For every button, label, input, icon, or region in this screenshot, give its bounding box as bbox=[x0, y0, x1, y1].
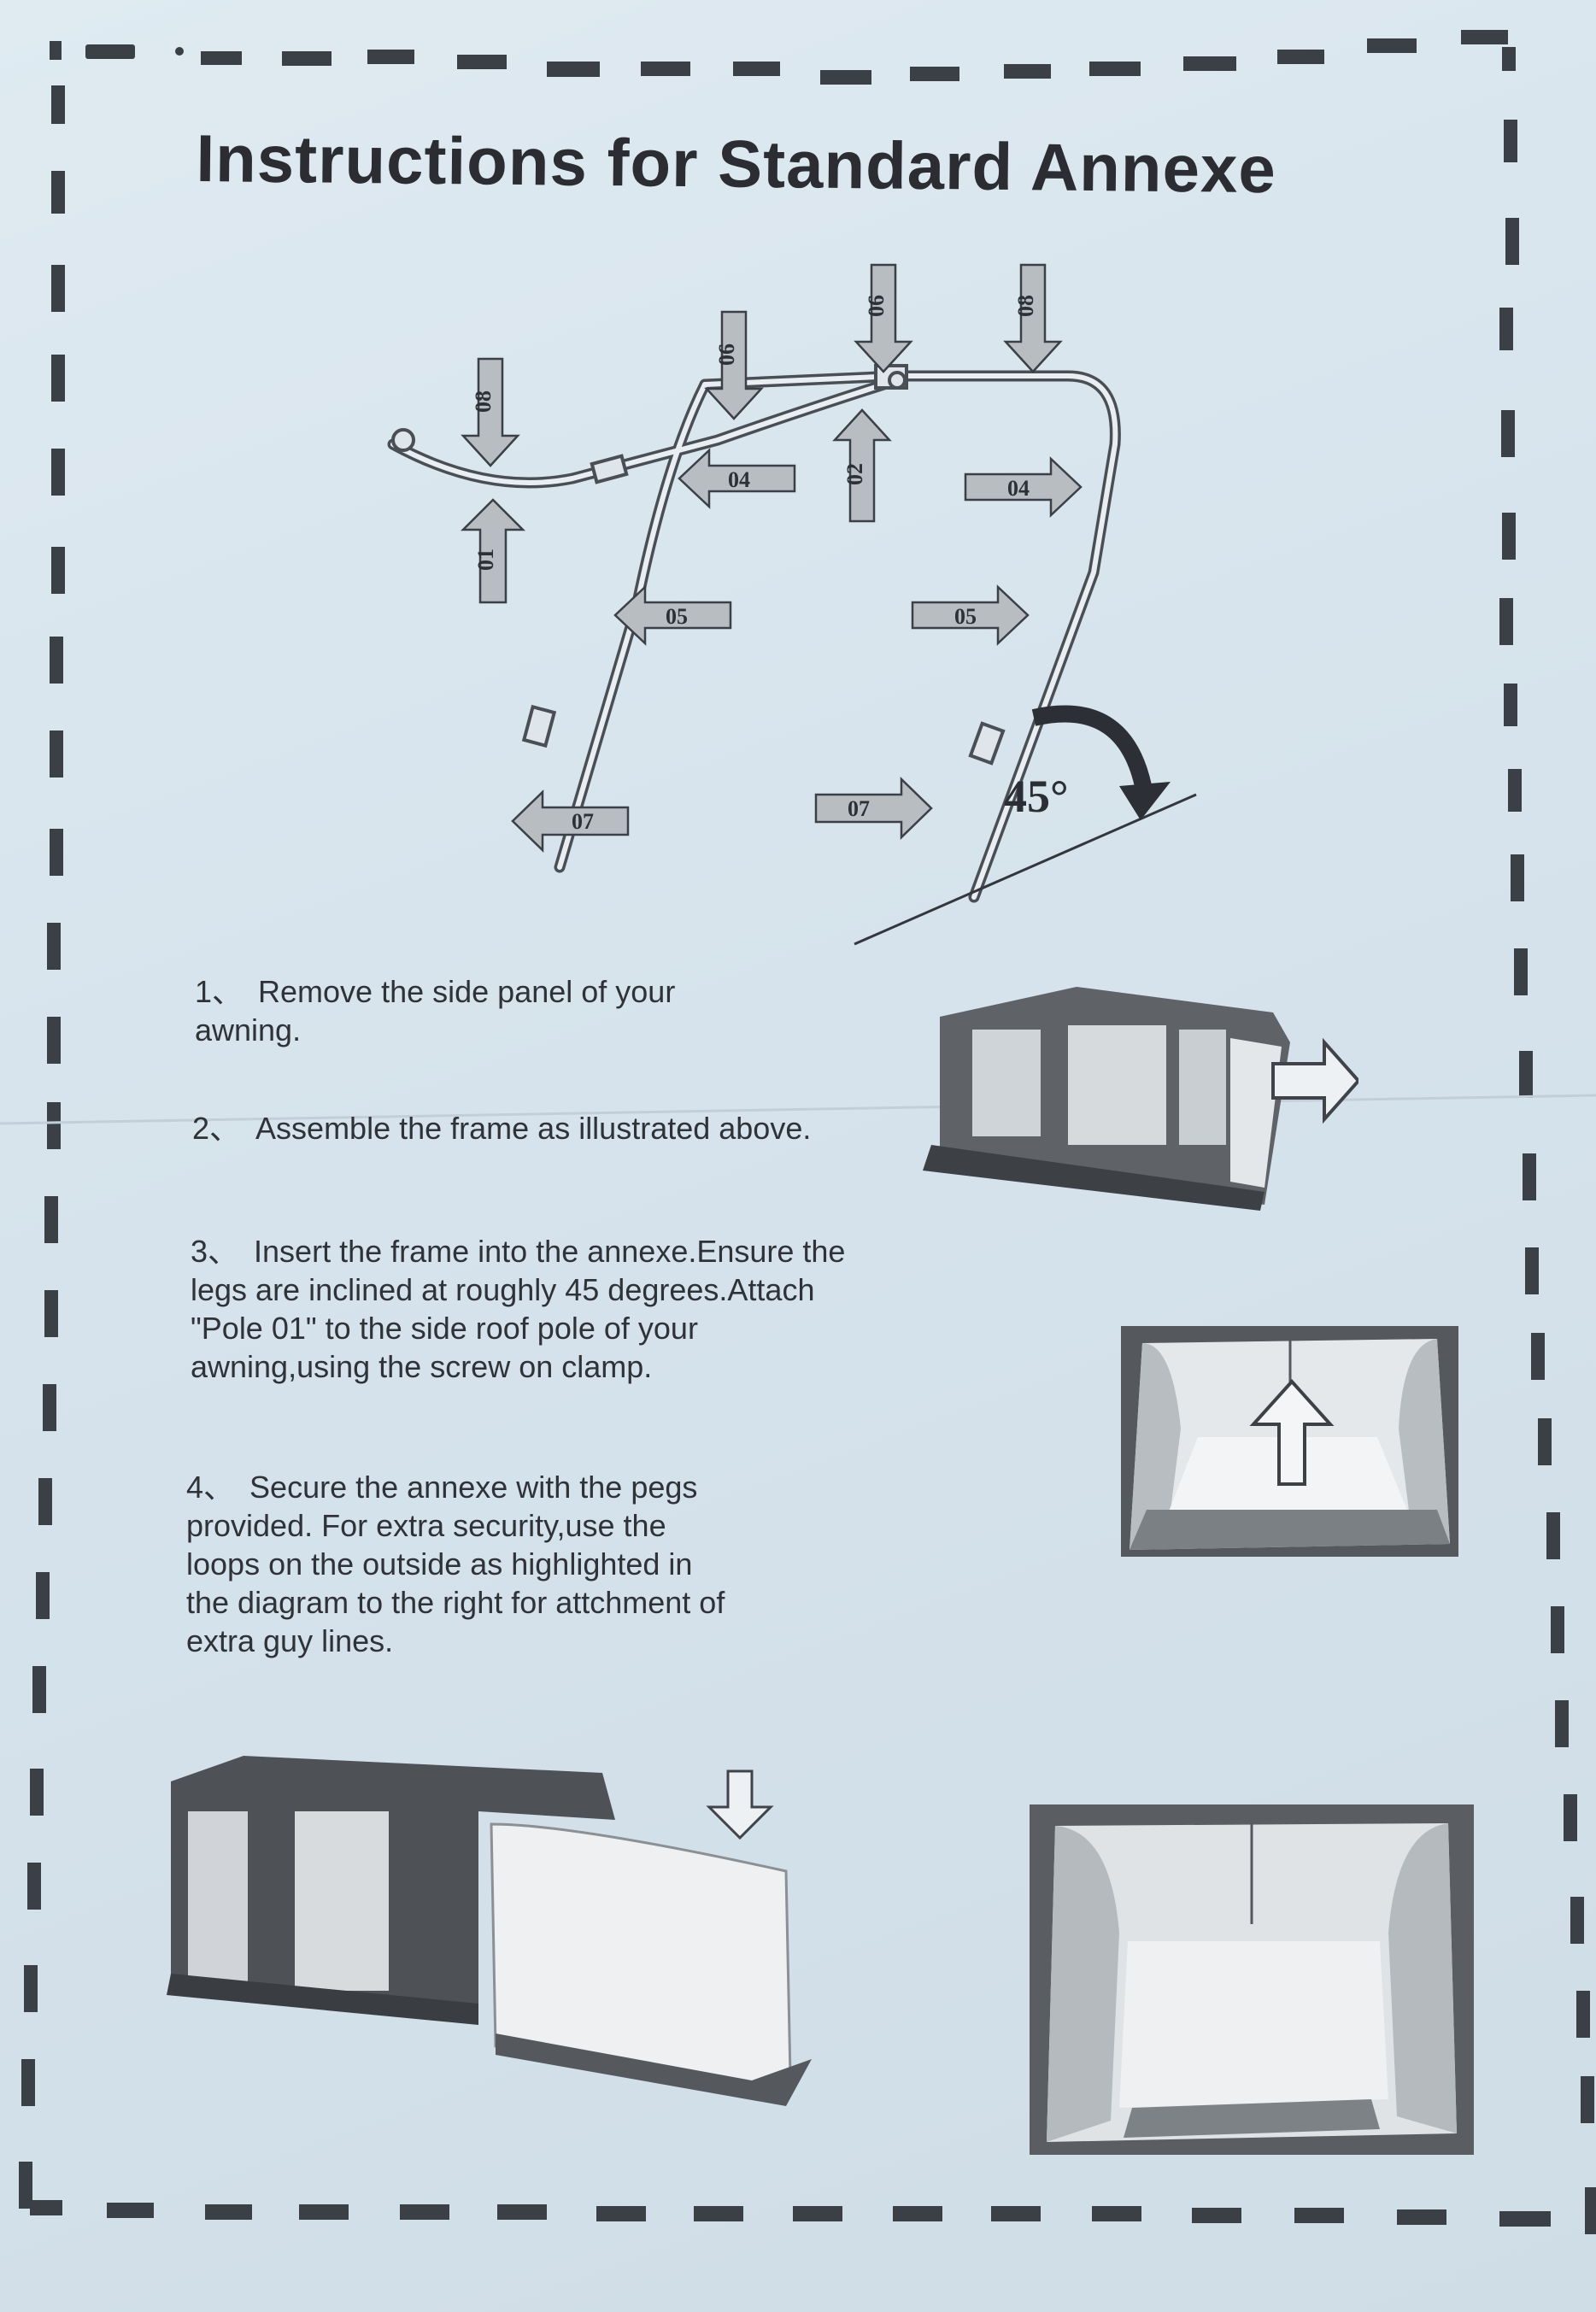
awning-side-panel-photo bbox=[923, 987, 1358, 1211]
arrow-06-left bbox=[704, 310, 764, 420]
label-06-left: 06 bbox=[714, 343, 739, 366]
page-title: Instructions for Standard Annexe bbox=[196, 120, 1277, 208]
arrow-01 bbox=[460, 498, 526, 604]
up-arrow-icon bbox=[1249, 1379, 1335, 1486]
step-3-number: 3、 bbox=[191, 1234, 239, 1269]
annexe-front-photo bbox=[1030, 1804, 1474, 2155]
step-3-line-3: "Pole 01" to the side roof pole of your bbox=[191, 1311, 698, 1346]
label-08-left: 08 bbox=[471, 390, 496, 413]
step-1-number: 1、 bbox=[195, 974, 244, 1009]
step-4-line-5: extra guy lines. bbox=[186, 1623, 394, 1658]
label-02: 02 bbox=[842, 463, 867, 485]
ground-line bbox=[854, 793, 1197, 946]
angle-label: 45° bbox=[1004, 771, 1069, 822]
step-3-line-1: Insert the frame into the annexe.Ensure … bbox=[254, 1234, 846, 1269]
step-4-line-2: provided. For extra security,use the bbox=[186, 1508, 666, 1543]
step-3-line-4: awning,using the screw on clamp. bbox=[191, 1349, 653, 1384]
awning-with-annexe-photo bbox=[167, 1756, 812, 2106]
arrow-04-left bbox=[678, 448, 796, 509]
arrow-02 bbox=[832, 408, 892, 523]
arrow-06-right bbox=[854, 263, 913, 373]
step-1-line-2: awning. bbox=[195, 1012, 302, 1047]
step-1-line-1: Remove the side panel of your bbox=[258, 974, 676, 1009]
step-2-number: 2、 bbox=[192, 1111, 241, 1146]
step-3: 3、 Insert the frame into the annexe.Ensur… bbox=[191, 1232, 845, 1386]
step-4-line-1: Secure the annexe with the pegs bbox=[249, 1470, 698, 1505]
down-arrow-icon bbox=[706, 1769, 774, 1840]
label-06-right: 06 bbox=[864, 295, 889, 317]
label-04-right: 04 bbox=[1007, 476, 1030, 501]
label-07-left: 07 bbox=[572, 809, 594, 834]
label-08-right: 08 bbox=[1013, 295, 1038, 317]
step-4: 4、 Secure the annexe with the pegs provid… bbox=[186, 1468, 725, 1660]
arrow-08-left bbox=[461, 357, 520, 467]
frame-assembly-diagram: 08 06 06 08 02 01 04 04 05 05 07 07 45° bbox=[387, 263, 1197, 946]
step-2: 2、 Assemble the frame as illustrated abov… bbox=[192, 1109, 811, 1147]
step-1: 1、 Remove the side panel of your awning. bbox=[195, 972, 675, 1049]
arrow-05-right bbox=[911, 584, 1030, 646]
arrow-07-right bbox=[814, 777, 933, 840]
label-04-left: 04 bbox=[728, 467, 750, 492]
step-4-line-3: loops on the outside as highlighted in bbox=[186, 1546, 693, 1581]
arrow-08-right bbox=[1003, 263, 1063, 373]
arrow-04-right bbox=[964, 456, 1083, 518]
step-3-line-2: legs are inclined at roughly 45 degrees.… bbox=[191, 1272, 815, 1307]
label-05-right: 05 bbox=[954, 604, 977, 629]
step-4-line-4: the diagram to the right for attchment o… bbox=[186, 1585, 725, 1620]
step-2-line-1: Assemble the frame as illustrated above. bbox=[255, 1111, 812, 1146]
label-01: 01 bbox=[473, 549, 498, 571]
step-4-number: 4、 bbox=[186, 1470, 235, 1505]
arrow-05-left bbox=[613, 584, 732, 646]
label-07-right: 07 bbox=[848, 796, 870, 821]
side-panel-arrow-icon bbox=[1271, 1037, 1358, 1124]
label-05-left: 05 bbox=[666, 604, 688, 629]
annexe-interior-photo bbox=[1121, 1326, 1458, 1557]
angle-arc-arrow bbox=[1031, 705, 1153, 796]
arrow-07-left bbox=[511, 789, 630, 853]
